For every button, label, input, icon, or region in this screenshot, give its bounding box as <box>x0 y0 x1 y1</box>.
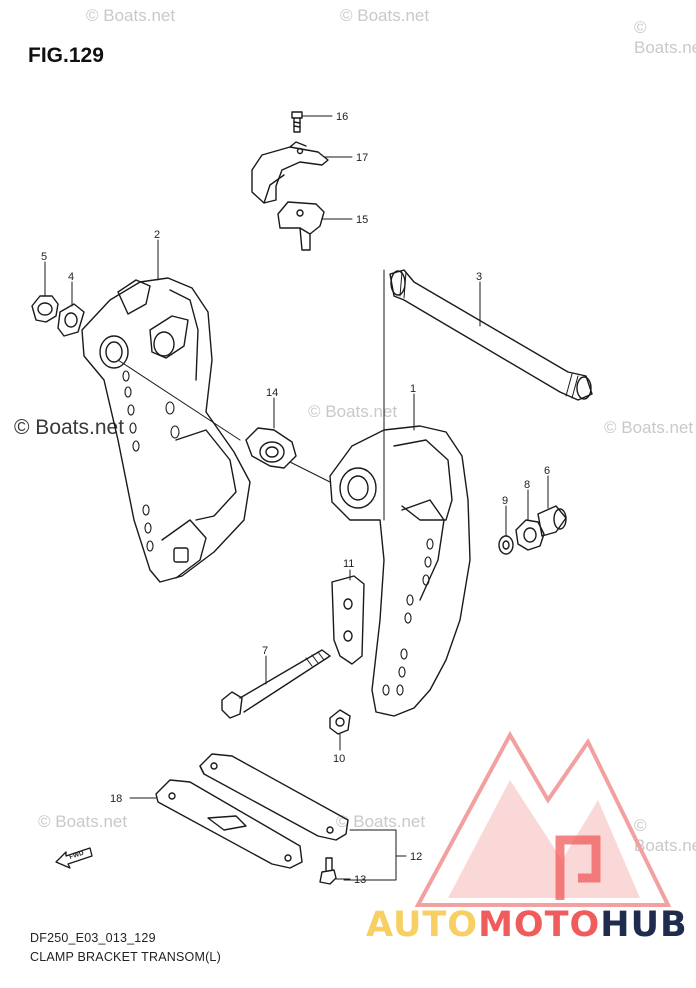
watermark: © Boats.net <box>634 18 696 57</box>
callout-16: 16 <box>336 111 348 123</box>
fwd-label: FWD <box>68 850 85 861</box>
callout-13: 13 <box>354 874 366 886</box>
callout-12: 12 <box>410 851 422 863</box>
callout-15: 15 <box>356 214 368 226</box>
callout-18: 18 <box>110 793 122 805</box>
washer-10-part <box>329 709 351 735</box>
washer-9-part <box>498 535 514 555</box>
brand-wordmark: AUTOMOTOHUB <box>366 905 688 945</box>
watermark: © Boats.net <box>604 418 694 437</box>
watermark: © Boats.net <box>38 812 128 831</box>
callout-5: 5 <box>41 251 47 263</box>
watermark: © Boats.net <box>308 402 398 421</box>
watermark: © Boats.net <box>86 6 176 25</box>
bush-14-part <box>245 427 297 469</box>
clamp-bracket-1-part <box>329 425 471 717</box>
callout-1: 1 <box>410 383 416 395</box>
callout-10: 10 <box>333 753 345 765</box>
callout-6: 6 <box>544 465 550 477</box>
shaft-3-part <box>389 269 593 401</box>
brand-part-moto: MOTO <box>478 905 601 945</box>
diagram-caption: CLAMP BRACKET TRANSOM(L) <box>30 950 221 964</box>
watermark: © Boats.net <box>634 816 696 855</box>
pad-12-part <box>199 753 349 841</box>
washer-4-part <box>57 303 85 337</box>
bolt-7-part <box>221 649 331 719</box>
callout-14: 14 <box>266 387 278 399</box>
watermark: © Boats.net <box>14 416 125 439</box>
brand-part-hub: HUB <box>600 905 688 945</box>
plate-15-part <box>277 201 325 251</box>
callout-17: 17 <box>356 152 368 164</box>
callout-3: 3 <box>476 271 482 283</box>
nut-5-part <box>31 295 59 323</box>
fwd-arrow-icon: FWD <box>55 847 93 869</box>
callout-8: 8 <box>524 479 530 491</box>
watermark: © Boats.net <box>340 6 430 25</box>
diagram-code: DF250_E03_013_129 <box>30 931 156 945</box>
callout-7: 7 <box>262 645 268 657</box>
plate-11-part <box>331 575 365 665</box>
clamp-bracket-2-part <box>81 277 251 583</box>
bolt-16-part <box>291 111 303 133</box>
brand-part-auto: AUTO <box>366 905 479 945</box>
screw-13-part <box>319 857 337 885</box>
watermark: © Boats.net <box>336 812 426 831</box>
collar-6-part <box>537 505 567 537</box>
callout-11: 11 <box>343 558 354 570</box>
figure-title: FIG.129 <box>28 44 104 67</box>
callout-4: 4 <box>68 271 74 283</box>
callout-9: 9 <box>502 495 508 507</box>
pad-18-part <box>155 779 303 869</box>
bracket-17-part <box>251 141 329 204</box>
callout-2: 2 <box>154 229 160 241</box>
